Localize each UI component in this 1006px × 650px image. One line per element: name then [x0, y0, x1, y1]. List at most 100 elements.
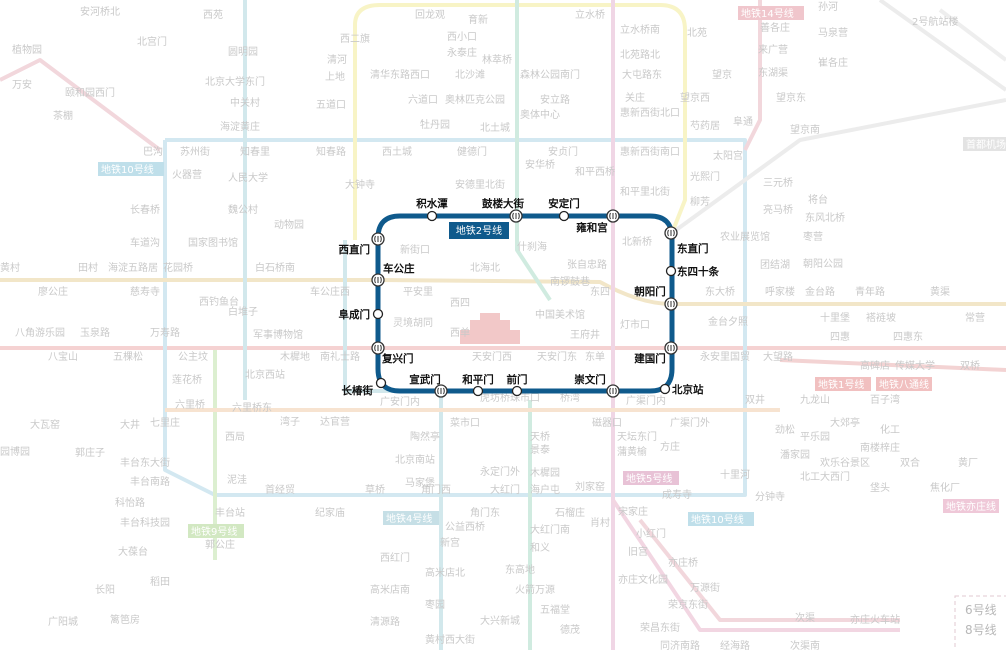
station-label[interactable]: 呼家楼	[765, 285, 795, 298]
station-label[interactable]: 分钟寺	[755, 490, 785, 503]
station-label[interactable]: 火箭万源	[515, 583, 555, 596]
station-label[interactable]: 枣营	[803, 230, 823, 243]
station-label[interactable]: 陶然亭	[410, 430, 440, 443]
station-dot-icon[interactable]	[372, 308, 384, 320]
station-label[interactable]: 关庄	[625, 91, 645, 104]
station-label[interactable]: 安德里北街	[455, 178, 505, 191]
station-label[interactable]: 双合	[900, 456, 920, 469]
station-label[interactable]: 莲花桥	[172, 373, 202, 386]
station-label[interactable]: 中国美术馆	[535, 308, 585, 321]
station-label[interactable]: 望京西	[680, 91, 710, 104]
line-2-station[interactable]: 车公庄	[371, 262, 415, 287]
station-label[interactable]: 菜市口	[450, 416, 480, 429]
station-label[interactable]: 百子湾	[870, 393, 900, 406]
station-label[interactable]: 永安里	[700, 350, 730, 363]
station-label[interactable]: 东四	[590, 285, 610, 298]
station-label[interactable]: 广安门内	[380, 395, 420, 408]
line-2-station[interactable]: 长椿街	[342, 377, 387, 398]
station-label[interactable]: 黄村西大街	[425, 633, 475, 646]
station-label[interactable]: 北新桥	[622, 235, 652, 248]
station-label[interactable]: 望京	[712, 68, 732, 81]
station-label[interactable]: 白堆子	[228, 305, 258, 318]
station-label[interactable]: 植物园	[12, 43, 42, 56]
station-label[interactable]: 巴沟	[143, 145, 163, 158]
station-label[interactable]: 经海路	[720, 639, 750, 650]
station-name[interactable]: 宣武门	[409, 373, 441, 386]
station-label[interactable]: 郭公庄	[205, 538, 235, 551]
station-label[interactable]: 磁器口	[592, 416, 622, 429]
station-label[interactable]: 林萃桥	[482, 53, 512, 66]
line-2-station[interactable]: 东直门	[664, 226, 709, 255]
station-label[interactable]: 十里河	[720, 468, 750, 481]
station-label[interactable]: 角门东	[470, 506, 500, 519]
station-label[interactable]: 劲松	[775, 423, 795, 436]
station-label[interactable]: 欢乐谷景区	[820, 456, 870, 469]
station-label[interactable]: 六里桥东	[232, 401, 272, 414]
line-2-station[interactable]: 前门	[507, 373, 528, 397]
transfer-station-icon[interactable]	[371, 341, 385, 355]
station-label[interactable]: 同济南路	[660, 639, 700, 650]
station-dot-icon[interactable]	[511, 385, 523, 397]
station-label[interactable]: 清源路	[370, 615, 400, 628]
station-label[interactable]: 垡头	[870, 481, 890, 494]
line-2-station[interactable]: 和平门	[461, 373, 494, 397]
station-label[interactable]: 宋家庄	[618, 505, 648, 518]
station-label[interactable]: 张自忠路	[567, 258, 607, 271]
station-label[interactable]: 角门西	[421, 483, 451, 496]
station-label[interactable]: 化工	[880, 423, 900, 436]
station-label[interactable]: 清华东路西口	[370, 68, 430, 81]
station-label[interactable]: 南楼梓庄	[860, 441, 900, 454]
station-label[interactable]: 达官营	[320, 415, 350, 428]
station-label[interactable]: 永泰庄	[447, 46, 477, 59]
station-label[interactable]: 大兴新城	[480, 614, 520, 627]
station-label[interactable]: 北苑	[687, 26, 707, 39]
station-label[interactable]: 万寿路	[150, 326, 180, 339]
station-label[interactable]: 动物园	[274, 218, 304, 231]
station-label[interactable]: 成寿寺	[662, 488, 692, 501]
station-label[interactable]: 荣京东街	[668, 598, 708, 611]
station-label[interactable]: 东单	[585, 350, 605, 363]
station-label[interactable]: 高米店南	[370, 583, 410, 596]
station-label[interactable]: 国贸	[730, 351, 750, 363]
transfer-station-icon[interactable]	[509, 209, 523, 223]
station-label[interactable]: 亦庄火车站	[850, 613, 900, 626]
station-label[interactable]: 六里桥	[175, 399, 205, 411]
transfer-station-icon[interactable]	[664, 341, 678, 355]
station-label[interactable]: 魏公村	[228, 203, 258, 216]
station-label[interactable]: 蒲黄榆	[617, 445, 647, 458]
station-label[interactable]: 丰台东大街	[120, 456, 170, 469]
station-label[interactable]: 篱笆房	[110, 613, 140, 626]
station-label[interactable]: 石榴庄	[555, 506, 585, 519]
station-label[interactable]: 丰台站	[215, 506, 245, 519]
station-label[interactable]: 亦庄桥	[668, 556, 698, 569]
station-label[interactable]: 平乐园	[800, 431, 830, 443]
station-label[interactable]: 大红门	[490, 483, 520, 496]
station-label[interactable]: 东风北桥	[805, 211, 845, 224]
station-name[interactable]: 北京站	[672, 383, 704, 396]
station-name[interactable]: 崇文门	[574, 373, 606, 386]
station-label[interactable]: 潘家园	[780, 448, 810, 461]
station-label[interactable]: 五道口	[316, 98, 346, 111]
station-label[interactable]: 灵境胡同	[393, 316, 433, 329]
line-2-station[interactable]: 西直门	[339, 232, 385, 256]
station-label[interactable]: 西钓鱼台	[199, 295, 239, 308]
station-label[interactable]: 大瓦窑	[30, 418, 60, 431]
station-label[interactable]: 芍药居	[690, 119, 720, 132]
station-label[interactable]: 次渠	[795, 611, 815, 624]
station-label[interactable]: 五棵松	[113, 350, 143, 363]
station-label[interactable]: 三元桥	[763, 177, 793, 189]
station-label[interactable]: 永定门外	[480, 465, 520, 478]
station-label[interactable]: 清河	[327, 53, 347, 66]
station-label[interactable]: 天坛东门	[617, 430, 657, 443]
transfer-station-icon[interactable]	[371, 273, 385, 287]
station-label[interactable]: 立水桥	[575, 8, 605, 21]
station-name[interactable]: 车公庄	[383, 262, 415, 275]
station-label[interactable]: 军事博物馆	[253, 328, 303, 341]
line-2-station[interactable]: 北京站	[659, 383, 704, 396]
station-label[interactable]: 人民大学	[228, 171, 268, 184]
station-dot-icon[interactable]	[472, 385, 484, 397]
station-label[interactable]: 北京大学东门	[205, 75, 265, 88]
line-2-loop[interactable]	[375, 213, 675, 394]
station-label[interactable]: 大井	[120, 418, 140, 431]
station-label[interactable]: 东大桥	[705, 285, 735, 298]
